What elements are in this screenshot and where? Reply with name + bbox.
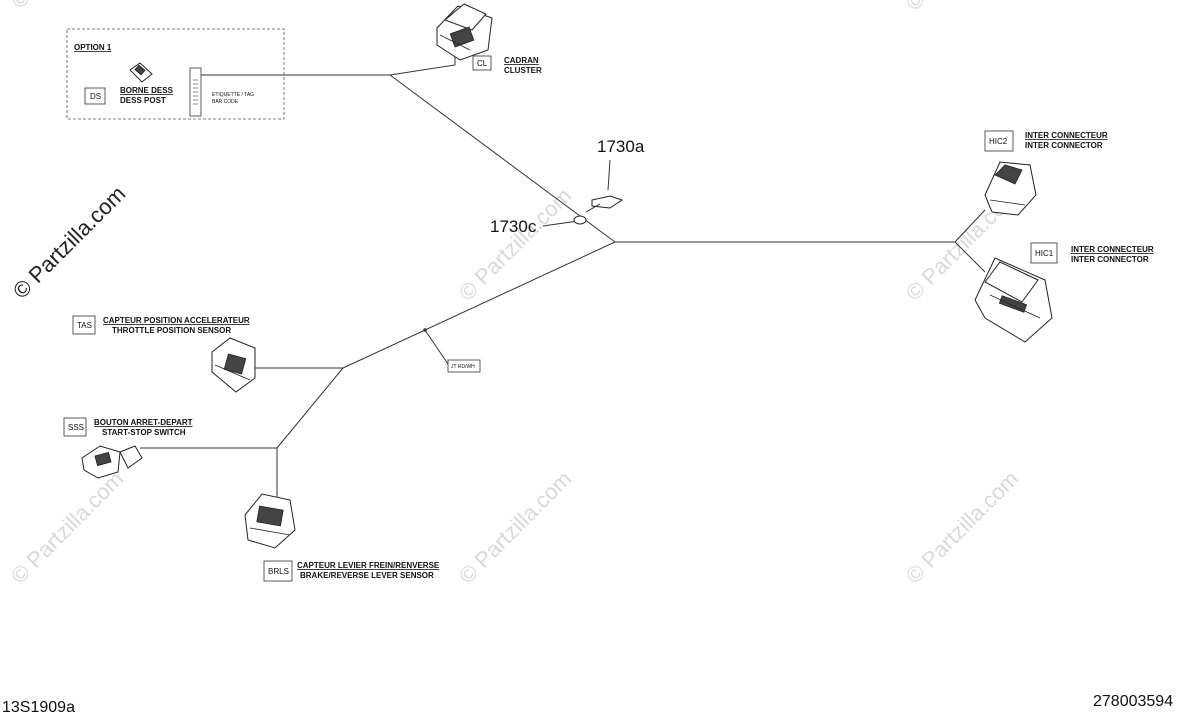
cluster-connector-icon	[436, 3, 493, 61]
clip-icon	[573, 215, 587, 225]
cl-code: CL	[477, 59, 488, 68]
tas-label-en: THROTTLE POSITION SENSOR	[112, 326, 231, 335]
wire-lower-split	[276, 367, 344, 449]
throttle-sensor-icon	[211, 337, 256, 393]
tas-label-fr: CAPTEUR POSITION ACCELERATEUR	[103, 316, 250, 325]
hic2-code-box	[984, 130, 1014, 152]
bar-code-tag-icon	[189, 67, 202, 117]
watermark-text: © Partzilla.com	[6, 0, 129, 14]
ds-label-en: DESS POST	[120, 96, 166, 105]
hic1-label-en: INTER CONNECTOR	[1071, 255, 1149, 264]
brls-code-box	[263, 560, 293, 582]
splice-label-box	[447, 359, 481, 373]
wire-splice-leader	[424, 329, 451, 368]
cluster-connector: CL CADRAN CLUSTER	[436, 3, 542, 75]
watermark-text: © Partzilla.com	[901, 466, 1024, 589]
wire-trunk-lower	[342, 241, 616, 369]
fastener-1730c: 1730c	[490, 215, 587, 236]
hic1-label-fr: INTER CONNECTEUR	[1071, 245, 1154, 254]
tas-connector: TAS CAPTEUR POSITION ACCELERATEUR THROTT…	[72, 315, 256, 393]
brls-connector: BRLS CAPTEUR LEVIER FREIN/RENVERSE BRAKE…	[244, 493, 440, 582]
footer-left-code: 13S1909a	[2, 699, 75, 716]
wire-callout-a-leader	[607, 159, 611, 191]
brls-code: BRLS	[268, 567, 289, 576]
watermark-text: © Partzilla.com	[6, 466, 129, 589]
ds-label-fr: BORNE DESS	[120, 86, 174, 95]
harness-wires	[140, 42, 986, 500]
ds-code-box	[84, 87, 106, 105]
wire-trunk-upper	[389, 74, 616, 243]
wire-hic2-branch	[954, 209, 986, 243]
sss-connector: SSS BOUTON ARRET-DEPART START-STOP SWITC…	[63, 417, 193, 479]
tag-label-en: BAR CODE	[212, 99, 239, 105]
brake-lever-sensor-icon	[244, 493, 296, 549]
watermark-text: © Partzilla.com	[901, 0, 1024, 16]
cl-label-fr: CADRAN	[504, 56, 539, 65]
sss-code: SSS	[68, 423, 84, 432]
watermark-text: © Partzilla.com	[454, 183, 577, 306]
sss-label-fr: BOUTON ARRET-DEPART	[94, 418, 193, 427]
dess-post-icon	[129, 62, 153, 83]
sss-code-box	[63, 417, 87, 437]
hic1-code-box	[1030, 242, 1058, 264]
splice-label: JT RD/WH	[451, 364, 475, 370]
callout-1730c: 1730c	[490, 217, 537, 236]
tas-code-box	[72, 315, 96, 335]
callout-1730a: 1730a	[597, 137, 645, 156]
fastener-1730a: 1730a	[585, 137, 645, 213]
hic1-code: HIC1	[1035, 249, 1054, 258]
splice-dot-icon	[423, 328, 427, 332]
fastener-icon	[591, 195, 624, 209]
sss-label-en: START-STOP SWITCH	[102, 428, 186, 437]
ds-code: DS	[90, 92, 101, 101]
tas-code: TAS	[77, 321, 92, 330]
brls-label-fr: CAPTEUR LEVIER FREIN/RENVERSE	[297, 561, 440, 570]
option-1-frame	[66, 28, 285, 120]
hic1-connector: HIC1 INTER CONNECTEUR INTER CONNECTOR	[974, 242, 1154, 343]
watermark-main: © Partzilla.com	[8, 181, 131, 304]
tag-label-fr: ETIQUETTE / TAG	[212, 92, 254, 98]
cl-code-box	[472, 55, 492, 71]
wire-hic1-branch	[954, 241, 986, 273]
footer-right-code: 278003594	[1093, 693, 1173, 710]
splice-marker: JT RD/WH	[423, 328, 481, 373]
cl-label-en: CLUSTER	[504, 66, 542, 75]
hic2-code: HIC2	[989, 137, 1008, 146]
hic1-connector-icon	[974, 257, 1053, 343]
brls-label-en: BRAKE/REVERSE LEVER SENSOR	[300, 571, 434, 580]
hic2-label-fr: INTER CONNECTEUR	[1025, 131, 1108, 140]
wire-callout-c-leader	[542, 220, 579, 227]
hic2-connector: HIC2 INTER CONNECTEUR INTER CONNECTOR	[984, 130, 1108, 216]
option-1-title: OPTION 1	[74, 43, 112, 52]
hic2-label-en: INTER CONNECTOR	[1025, 141, 1103, 150]
hic2-connector-icon	[984, 161, 1037, 216]
option-1-group: OPTION 1 DS BORNE DESS DESS POST ETIQUET…	[66, 28, 285, 120]
start-stop-switch-icon	[81, 445, 143, 479]
watermark-text: © Partzilla.com	[454, 466, 577, 589]
